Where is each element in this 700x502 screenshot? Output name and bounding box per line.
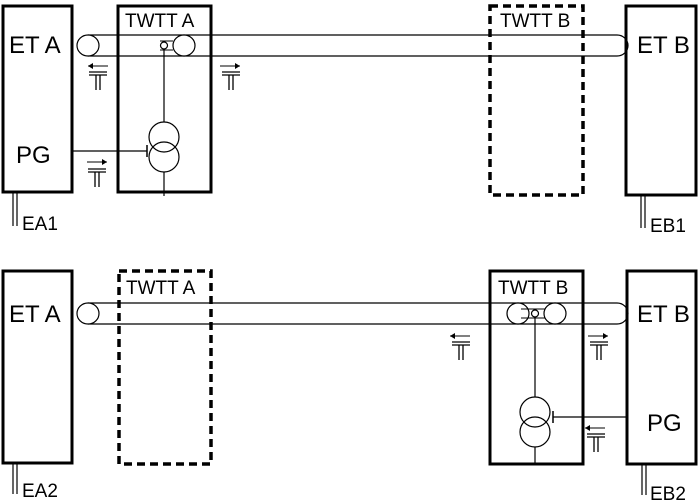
bottom-pg-label: PG xyxy=(647,410,682,437)
top-et-b-box: ET B xyxy=(624,4,698,197)
bottom-twtt-b-box: TWTT B xyxy=(488,269,585,466)
top-scenario: ET A PG EA1 TWTT A xyxy=(1,4,698,237)
bottom-et-b-box: ET B PG xyxy=(625,269,698,466)
top-current-source xyxy=(148,49,180,196)
bottom-trigger-pg-arrow xyxy=(585,425,606,453)
bottom-ground-right: EB2 xyxy=(641,464,686,502)
top-twtt-a-label: TWTT A xyxy=(125,11,195,32)
bottom-cable xyxy=(76,302,629,325)
bottom-current-source xyxy=(519,317,551,464)
bottom-pg-link xyxy=(552,411,626,423)
top-et-a-label: ET A xyxy=(9,32,61,59)
bottom-twtt-b-label: TWTT B xyxy=(498,278,568,299)
top-et-b-label: ET B xyxy=(637,32,690,59)
bottom-ground-left-label: EA2 xyxy=(22,481,58,502)
bottom-ground-left: EA2 xyxy=(12,463,58,502)
top-trigger-pg-arrow xyxy=(87,159,107,188)
top-twtt-b-box: TWTT B xyxy=(488,4,585,197)
bottom-twtt-a-label: TWTT A xyxy=(126,278,196,299)
top-twtt-b-label: TWTT B xyxy=(500,11,570,32)
bottom-twtt-a-box: TWTT A xyxy=(117,269,213,466)
top-trigger-left-arrow xyxy=(88,63,108,91)
top-ground-right: EB1 xyxy=(640,195,686,237)
top-ground-left-label: EA1 xyxy=(22,214,58,235)
bottom-ground-right-label: EB2 xyxy=(650,484,686,502)
bottom-trigger-left-arrow xyxy=(450,333,471,361)
top-pg-link xyxy=(72,145,148,157)
top-pg-label: PG xyxy=(16,142,51,169)
bottom-trigger-right-arrow xyxy=(588,333,609,361)
top-trigger-right-arrow xyxy=(220,63,241,91)
bottom-et-b-label: ET B xyxy=(637,301,690,328)
top-ground-right-label: EB1 xyxy=(650,216,686,237)
bottom-scenario: ET A EA2 TWTT A TWTT B xyxy=(1,269,698,502)
bottom-et-a-box: ET A xyxy=(1,269,74,465)
top-et-a-box: ET A PG xyxy=(1,4,74,194)
top-cable xyxy=(76,34,629,57)
top-ground-left: EA1 xyxy=(12,192,58,235)
bottom-et-a-label: ET A xyxy=(9,301,61,328)
